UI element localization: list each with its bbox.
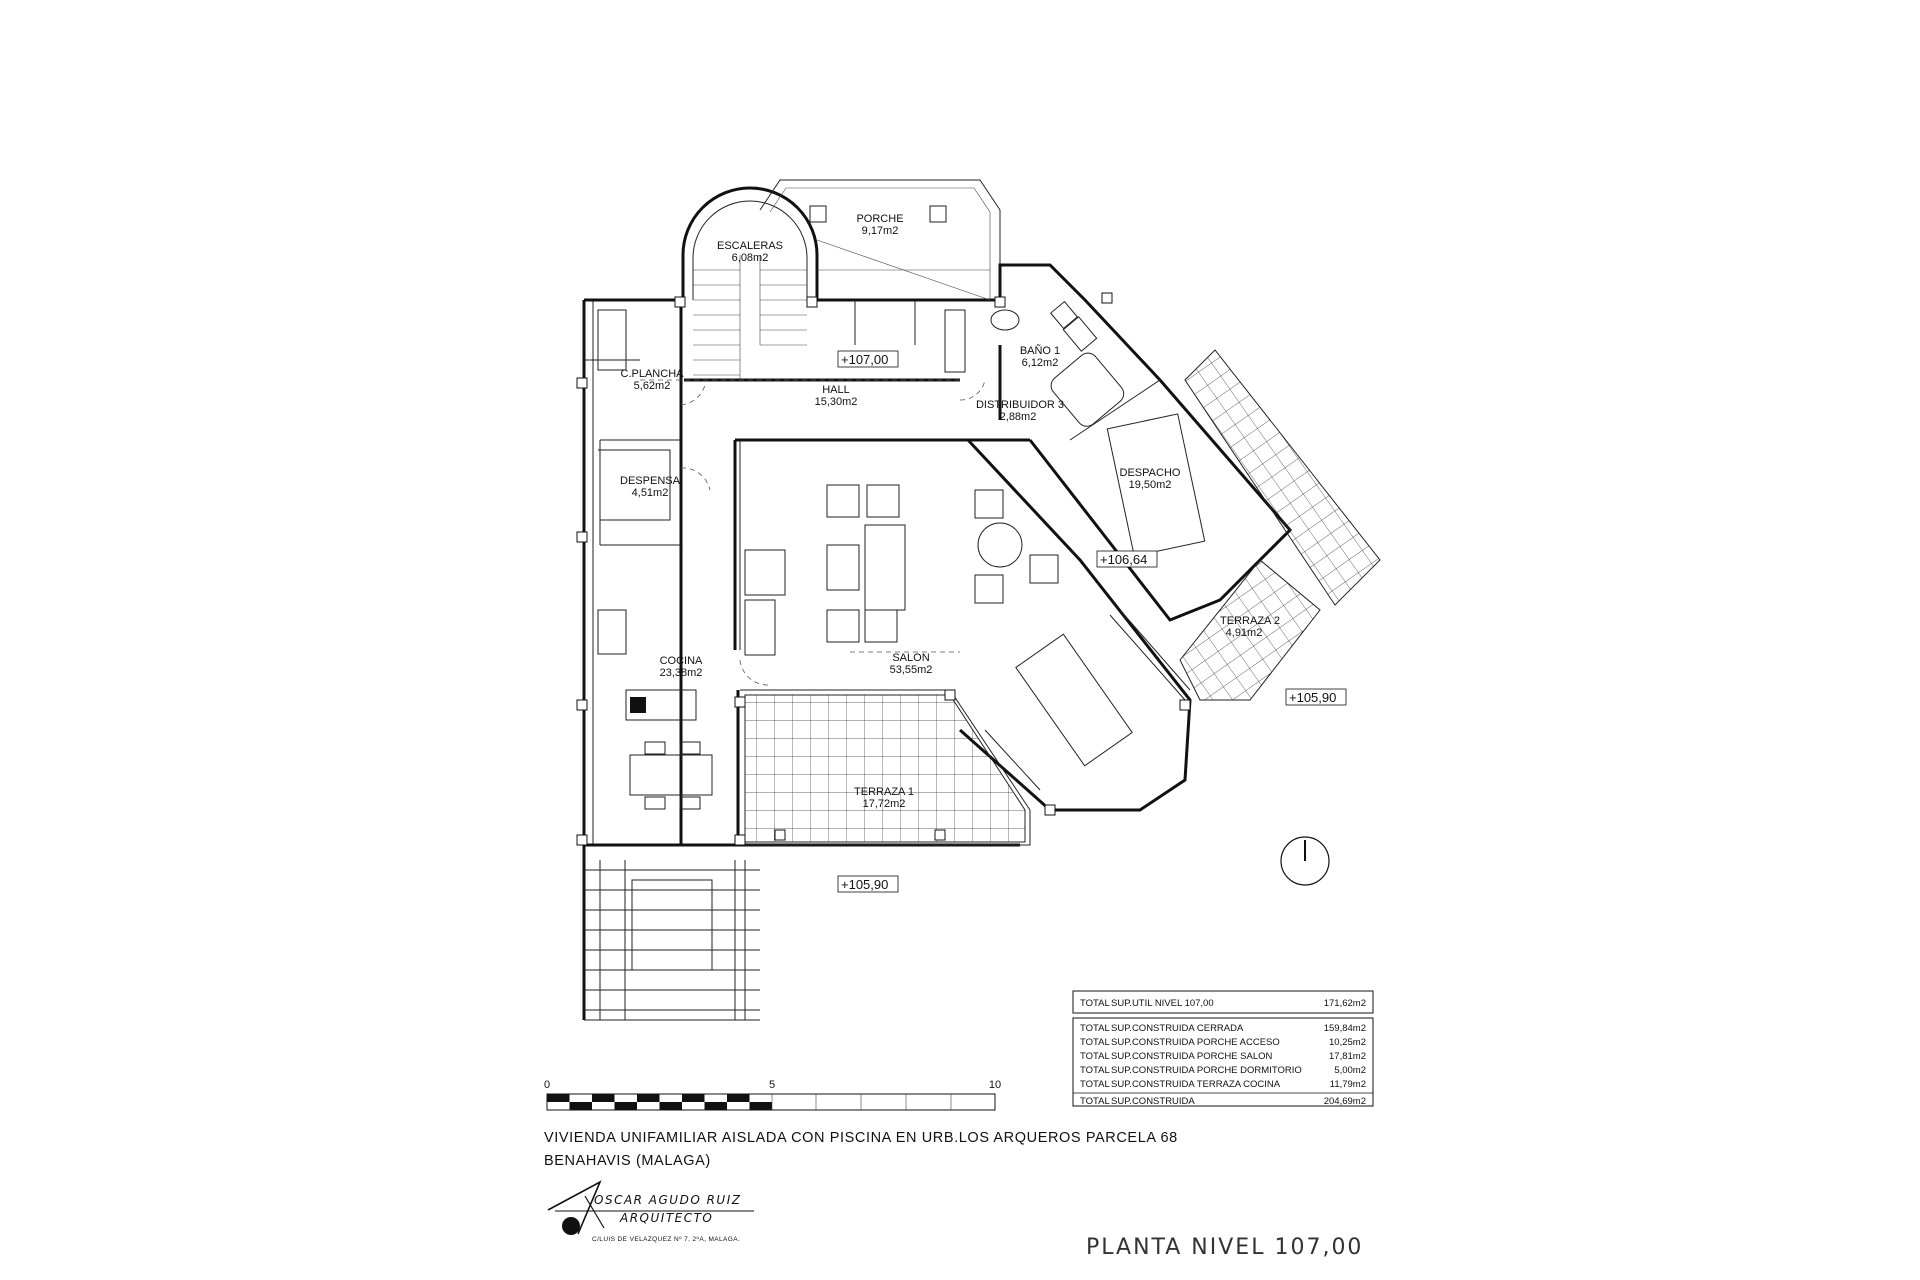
project-title-line2: BENAHAVIS (MALAGA) bbox=[544, 1153, 711, 1169]
summary-row-value: 159,84m2 bbox=[1324, 1023, 1366, 1034]
scale-bar: 0 5 10 bbox=[544, 1079, 1001, 1111]
summary-row-total: TOTAL bbox=[1080, 1023, 1110, 1034]
summary-row-desc: SUP.CONSTRUIDA PORCHE SALON bbox=[1111, 1051, 1273, 1062]
room-terraza1-name: TERRAZA 1 bbox=[854, 786, 914, 798]
room-bano1-name: BAÑO 1 bbox=[1020, 344, 1060, 357]
room-labels: PORCHE 9,17m2 ESCALERAS 6,08m2 C.PLANCHA… bbox=[620, 213, 1280, 810]
room-porche-name: PORCHE bbox=[856, 213, 903, 225]
room-despensa-area: 4,51m2 bbox=[632, 487, 669, 499]
room-cplancha-area: 5,62m2 bbox=[634, 380, 671, 392]
building-walls bbox=[576, 179, 1381, 1021]
room-escaleras-name: ESCALERAS bbox=[717, 240, 783, 252]
scale-label-5: 5 bbox=[769, 1079, 775, 1091]
summary-row-desc: SUP.CONSTRUIDA CERRADA bbox=[1111, 1023, 1244, 1034]
room-terraza2-name: TERRAZA 2 bbox=[1220, 615, 1280, 627]
scale-label-10: 10 bbox=[989, 1079, 1001, 1091]
room-cplancha-name: C.PLANCHA bbox=[621, 368, 685, 380]
level-10590-east-label: +105,90 bbox=[1289, 690, 1336, 705]
room-salon-area: 53,55m2 bbox=[890, 664, 933, 676]
surface-summary-table: TOTAL SUP.UTIL NIVEL 107,00 171,62m2 TOT… bbox=[1072, 990, 1374, 1107]
room-hall-area: 15,30m2 bbox=[815, 396, 858, 408]
summary-main-desc: SUP.UTIL NIVEL 107,00 bbox=[1111, 998, 1214, 1009]
level-10664-label: +106,64 bbox=[1100, 552, 1147, 567]
room-distribuidor-name: DISTRIBUIDOR 3 bbox=[976, 399, 1064, 411]
architect-stamp: OSCAR AGUDO RUIZ ARQUITECTO C/LUIS DE VE… bbox=[547, 1180, 754, 1243]
summary-main-total: TOTAL bbox=[1080, 998, 1110, 1009]
summary-row-value: 10,25m2 bbox=[1329, 1037, 1366, 1048]
room-distribuidor-area: 2,88m2 bbox=[1000, 411, 1037, 423]
project-title-line1: VIVIENDA UNIFAMILIAR AISLADA CON PISCINA… bbox=[544, 1130, 1178, 1146]
plan-level-label: PLANTA NIVEL 107,00 bbox=[1086, 1235, 1363, 1260]
architect-role: ARQUITECTO bbox=[619, 1211, 713, 1225]
room-hall-name: HALL bbox=[822, 384, 850, 396]
summary-row-total: TOTAL bbox=[1080, 1079, 1110, 1090]
level-10590-south-label: +105,90 bbox=[841, 877, 888, 892]
summary-row-desc: SUP.CONSTRUIDA TERRAZA COCINA bbox=[1111, 1079, 1281, 1090]
summary-row-desc: SUP.CONSTRUIDA PORCHE DORMITORIO bbox=[1111, 1065, 1302, 1076]
level-107-label: +107,00 bbox=[841, 352, 888, 367]
room-salon-name: SALON bbox=[892, 652, 929, 664]
architect-logo-icon bbox=[547, 1180, 605, 1235]
summary-row-value: 17,81m2 bbox=[1329, 1051, 1366, 1062]
architect-address: C/LUIS DE VELAZQUEZ Nº 7, 2ºA, MALAGA. bbox=[592, 1236, 740, 1243]
room-bano1-area: 6,12m2 bbox=[1022, 357, 1059, 369]
room-cocina-area: 23,38m2 bbox=[660, 667, 703, 679]
scale-label-0: 0 bbox=[544, 1079, 550, 1091]
summary-row-total: TOTAL bbox=[1080, 1037, 1110, 1048]
room-escaleras-area: 6,08m2 bbox=[732, 252, 769, 264]
room-despensa-name: DESPENSA bbox=[620, 475, 681, 487]
summary-row-value: 11,79m2 bbox=[1330, 1079, 1366, 1090]
summary-row-desc: SUP.CONSTRUIDA PORCHE ACCESO bbox=[1111, 1037, 1280, 1048]
summary-final-desc: SUP.CONSTRUIDA bbox=[1111, 1096, 1195, 1107]
architect-name: OSCAR AGUDO RUIZ bbox=[594, 1193, 741, 1207]
project-title-block: VIVIENDA UNIFAMILIAR AISLADA CON PISCINA… bbox=[544, 1130, 1178, 1169]
summary-row-total: TOTAL bbox=[1080, 1065, 1110, 1076]
summary-final-total: TOTAL bbox=[1080, 1096, 1110, 1107]
room-cocina-name: COCINA bbox=[660, 655, 703, 667]
room-despacho-area: 19,50m2 bbox=[1129, 479, 1172, 491]
level-markers: +107,00 +106,64 +105,90 +105,90 bbox=[837, 350, 1347, 893]
room-porche-area: 9,17m2 bbox=[862, 225, 899, 237]
room-despacho-name: DESPACHO bbox=[1120, 467, 1181, 479]
summary-row-total: TOTAL bbox=[1080, 1051, 1110, 1062]
summary-row-value: 5,00m2 bbox=[1334, 1065, 1366, 1076]
room-terraza1-area: 17,72m2 bbox=[863, 798, 906, 810]
room-terraza2-area: 4,91m2 bbox=[1226, 627, 1263, 639]
summary-final-value: 204,69m2 bbox=[1324, 1096, 1366, 1107]
summary-main-value: 171,62m2 bbox=[1324, 998, 1366, 1009]
